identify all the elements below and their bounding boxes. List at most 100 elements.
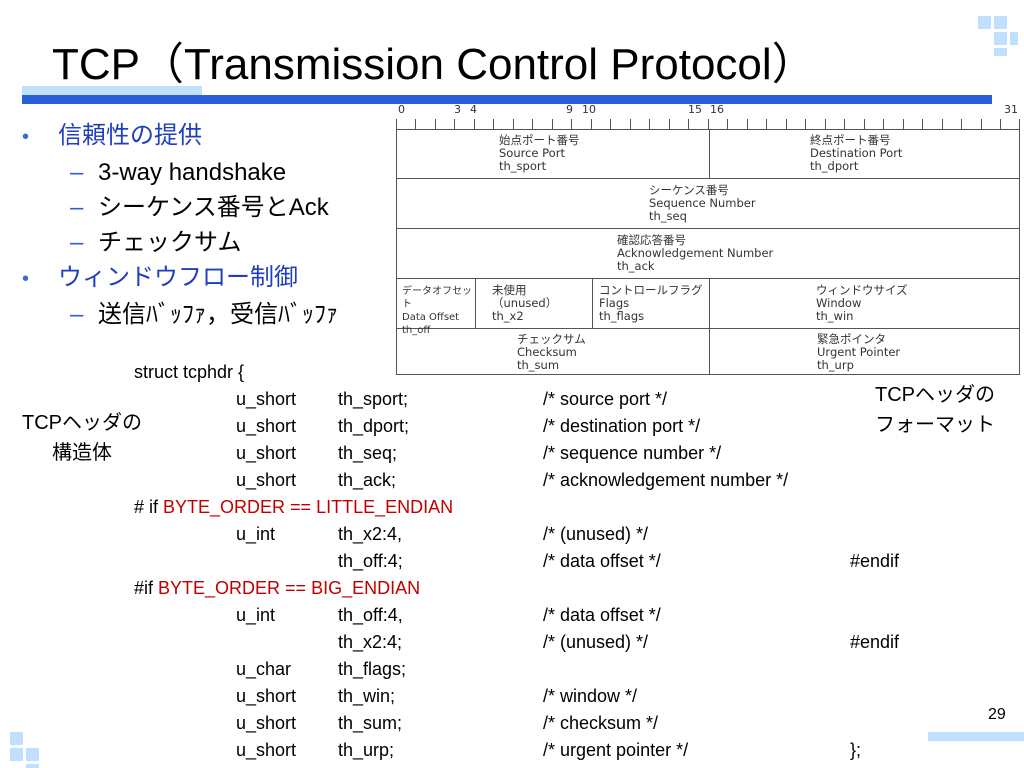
corner-square (994, 32, 1007, 45)
sub-bullet-item: –3-way handshake (22, 155, 338, 190)
bit-label: 3 (454, 103, 461, 116)
corner-square (26, 748, 39, 761)
corner-square (10, 748, 23, 761)
bullet-text: 信頼性の提供 (58, 122, 202, 149)
code-preprocessor-if: #if BYTE_ORDER == BIG_ENDIAN (134, 578, 421, 598)
code-comment: /* sequence number */ (543, 443, 722, 463)
sub-bullet-text: シーケンス番号とAck (98, 194, 329, 221)
code-type: u_int (236, 605, 276, 625)
bullet-dot: • (22, 268, 30, 290)
bullet-item: • ウィンドウフロー制御 (22, 260, 338, 297)
code-comment: /* data offset */ (543, 605, 661, 625)
code-field: th_win; (338, 686, 396, 706)
code-comment: /* source port */ (543, 389, 668, 409)
code-type: u_int (236, 524, 276, 544)
code-field: th_ack; (338, 470, 397, 490)
corner-square (994, 16, 1007, 29)
sub-bullet-text: 送信ﾊﾞｯﾌｧ，受信ﾊﾞｯﾌｧ (98, 301, 338, 328)
corner-square (10, 732, 23, 745)
title-underline-bar (22, 95, 992, 104)
code-comment: /* destination port */ (543, 416, 701, 436)
sub-bullet-item: –チェックサム (22, 225, 338, 260)
code-type: u_short (236, 416, 297, 436)
code-type: u_short (236, 443, 297, 463)
bit-label: 15 (688, 103, 702, 116)
code-struct-open: struct tcphdr { (134, 362, 245, 382)
sub-bullet-item: –送信ﾊﾞｯﾌｧ，受信ﾊﾞｯﾌｧ (22, 297, 338, 332)
sub-bullet-text: 3-way handshake (98, 159, 287, 186)
bullet-list: •信頼性の提供 –3-way handshake –シーケンス番号とAck –チ… (22, 118, 338, 332)
bit-label: 4 (470, 103, 477, 116)
dash-glyph: – (70, 229, 84, 256)
code-comment: /* (unused) */ (543, 632, 649, 652)
corner-square (26, 764, 39, 768)
corner-square (1010, 32, 1018, 45)
corner-square (978, 16, 991, 29)
field-unused: 未使用（unused）th_x2 (475, 279, 592, 328)
bit-label: 10 (582, 103, 596, 116)
code-comment: /* window */ (543, 686, 638, 706)
struct-caption: TCPヘッダの構造体 (22, 412, 142, 464)
footer-bar (928, 732, 1024, 741)
code-field: th_off:4; (338, 551, 403, 571)
dash-glyph: – (70, 194, 84, 221)
sub-bullet-item: –シーケンス番号とAck (22, 190, 338, 225)
code-field: th_x2:4; (338, 632, 403, 652)
slide-title: TCP（Transmission Control Protocol） (52, 40, 816, 89)
bit-label: 9 (566, 103, 573, 116)
code-type: u_short (236, 713, 297, 733)
sub-bullet-text: チェックサム (98, 229, 242, 256)
dash-glyph: – (70, 159, 84, 186)
code-comment: /* urgent pointer */ (543, 740, 689, 760)
code-comment: /* acknowledgement number */ (543, 470, 789, 490)
code-type: u_short (236, 470, 297, 490)
code-field: th_sport; (338, 389, 409, 409)
bit-label: 0 (398, 103, 405, 116)
code-comment: /* (unused) */ (543, 524, 649, 544)
code-endif: #endif (850, 551, 900, 571)
code-comment: /* checksum */ (543, 713, 659, 733)
code-field: th_dport; (338, 416, 410, 436)
code-endif: #endif (850, 632, 900, 652)
bullet-item: • 信頼性の提供 (22, 118, 338, 155)
code-comment: /* data offset */ (543, 551, 661, 571)
code-type: u_short (236, 740, 297, 760)
code-type: u_short (236, 686, 297, 706)
code-field: th_off:4, (338, 605, 403, 625)
dash-glyph: – (70, 301, 84, 328)
header-format-caption: TCPヘッダのフォーマット (875, 384, 995, 436)
bit-label: 16 (710, 103, 724, 116)
code-field: th_sum; (338, 713, 403, 733)
bit-label: 31 (1004, 103, 1018, 116)
bit-ruler (396, 119, 1020, 130)
code-field: th_urp; (338, 740, 395, 760)
code-struct-close: }; (850, 740, 862, 760)
code-field: th_x2:4, (338, 524, 403, 544)
bullet-dot: • (22, 126, 30, 148)
code-preprocessor-if: # if BYTE_ORDER == LITTLE_ENDIAN (134, 497, 454, 517)
code-type: u_short (236, 389, 297, 409)
corner-square (994, 48, 1007, 56)
title-underline-light (22, 86, 202, 96)
page-number: 29 (988, 706, 1006, 723)
code-field: th_flags; (338, 659, 407, 679)
code-type: u_char (236, 659, 292, 679)
code-field: th_seq; (338, 443, 398, 463)
bullet-text: ウィンドウフロー制御 (58, 264, 298, 291)
